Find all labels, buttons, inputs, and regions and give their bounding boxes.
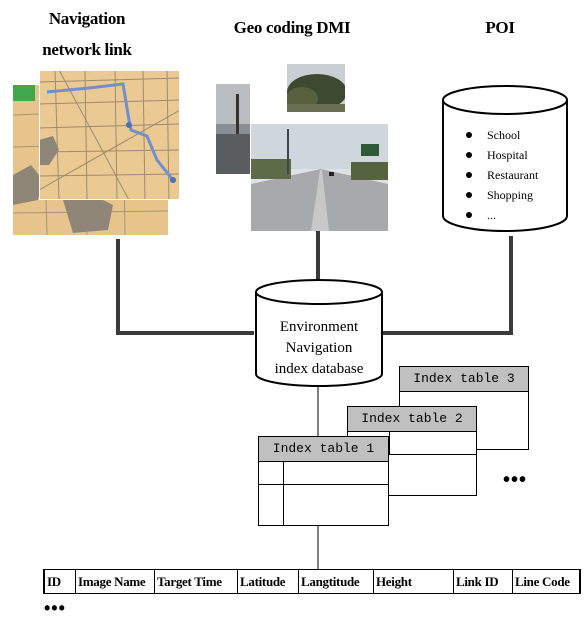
db-label-line1: Environment [279, 319, 359, 335]
db-label-line2: Navigation [285, 340, 353, 356]
field-latitude: Latitude [238, 570, 299, 593]
field-height: Height [374, 570, 454, 593]
geo-coding-dmi-title: Geo coding DMI [233, 18, 351, 37]
field-id: ID [45, 570, 76, 593]
navigation-network-link-title: Navigation network link [22, 8, 152, 60]
index-table-2-header: Index table 2 [348, 407, 476, 432]
field-link-id: Link ID [454, 570, 513, 593]
central-database-label: Environment Navigation index database [256, 317, 382, 380]
poi-item: School [466, 125, 538, 145]
field-target-time: Target Time [155, 570, 238, 593]
index-table-1-header: Index table 1 [259, 437, 388, 462]
tree-photo [287, 64, 345, 112]
poi-item: Shopping [466, 185, 538, 205]
index-table-1-column-divider [283, 462, 284, 525]
index-table-1: Index table 1 [258, 436, 389, 526]
nav-title-line2: network link [42, 40, 132, 59]
nav-title-line1: Navigation [48, 9, 126, 28]
index-table-1-row [259, 462, 388, 485]
index-table-3-header: Index table 3 [400, 367, 528, 392]
field-line-code: Line Code [515, 574, 570, 589]
index-table-2-divider [389, 432, 476, 455]
more-records-ellipsis: ••• [44, 598, 66, 618]
poi-item: Hospital [466, 145, 538, 165]
road-photo-left [216, 84, 250, 174]
central-database-cylinder [255, 279, 383, 387]
poi-item: ... [466, 205, 538, 225]
poi-list: School Hospital Restaurant Shopping ... [466, 125, 538, 225]
poi-item: Restaurant [466, 165, 538, 185]
field-langtitude: Langtitude [299, 570, 374, 593]
db-label-line3: index database [274, 361, 364, 377]
field-image-name: Image Name [76, 570, 155, 593]
more-index-tables-ellipsis: ••• [503, 469, 528, 491]
map-image-front [39, 70, 180, 200]
poi-database-cylinder [442, 85, 568, 232]
record-fields-table: ID Image Name Target Time Latitude Langt… [43, 569, 581, 594]
road-photo-main [251, 124, 388, 231]
poi-title: POI [485, 18, 515, 37]
